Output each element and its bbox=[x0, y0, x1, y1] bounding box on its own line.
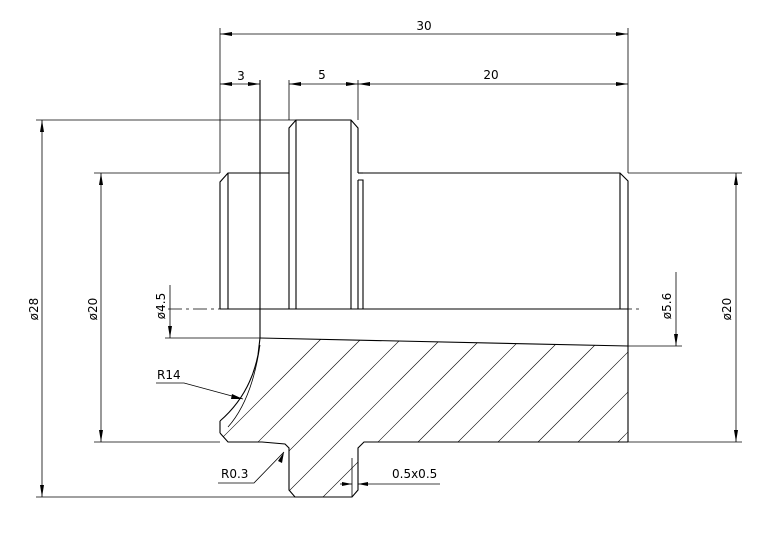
right-dimensions bbox=[628, 172, 742, 443]
dim-flange-width: 5 bbox=[318, 68, 326, 82]
dim-bore-large: ø5.6 bbox=[660, 293, 674, 319]
top-dimensions bbox=[219, 28, 629, 173]
section-hatching bbox=[220, 338, 628, 497]
dim-overall-length: 30 bbox=[416, 19, 431, 33]
left-dimensions bbox=[36, 119, 296, 498]
dim-left-diameter: ø20 bbox=[86, 298, 100, 321]
part-outline bbox=[219, 80, 629, 498]
dim-flange-diameter: ø28 bbox=[27, 298, 41, 321]
label-inner-radius: R14 bbox=[157, 368, 181, 382]
dim-bore-small: ø4.5 bbox=[154, 293, 168, 319]
dim-right-diameter: ø20 bbox=[720, 298, 734, 321]
dim-body-length: 20 bbox=[483, 68, 498, 82]
label-fillet-radius: R0.3 bbox=[221, 467, 248, 481]
label-chamfer: 0.5x0.5 bbox=[392, 467, 437, 481]
dim-step-length: 3 bbox=[237, 69, 245, 83]
leaders bbox=[156, 382, 440, 497]
